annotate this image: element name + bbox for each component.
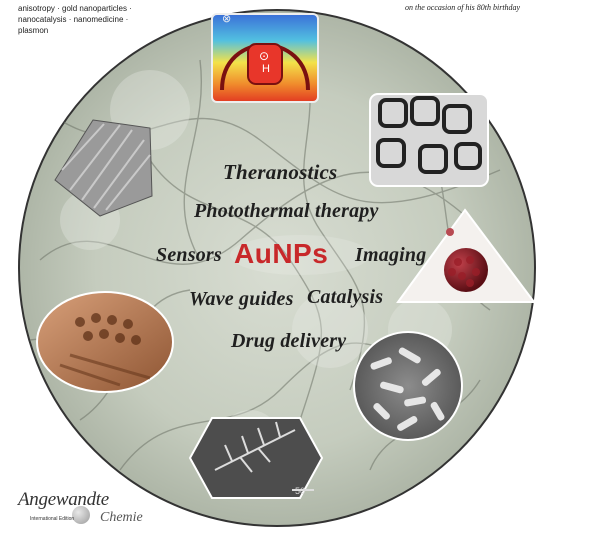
label-imaging: Imaging <box>355 244 427 266</box>
label-theranostics: Theranostics <box>223 160 338 184</box>
logo-main-text: Angewandte <box>18 489 109 510</box>
label-photothermal-therapy: Photothermal therapy <box>194 200 379 222</box>
keywords-line: nanocatalysis · nanomedicine · <box>18 15 129 24</box>
nanocage-tem-image <box>369 93 489 187</box>
label-sensors: Sensors <box>156 244 222 266</box>
keywords-line: anisotropy · gold nanoparticles · <box>18 4 132 13</box>
label-drug-delivery: Drug delivery <box>231 330 347 352</box>
logo-sub-text: International Edition <box>30 516 75 522</box>
aunps-glow <box>230 235 370 275</box>
thermal-label-top: ⊙ <box>259 49 270 63</box>
keywords-line: plasmon <box>18 26 49 35</box>
occasion-text: on the occasion of his 80th birthday <box>405 3 521 12</box>
logo-chemie-text: Chemie <box>100 510 143 525</box>
label-catalysis: Catalysis <box>307 286 384 308</box>
scale-bar-label: 50 <box>295 486 306 496</box>
dendrite-hexagon-image <box>188 417 324 499</box>
center-title: AuNPs <box>234 238 329 269</box>
keywords-block: anisotropy · gold nanoparticles · nanoca… <box>18 3 188 36</box>
label-wave-guides: Wave guides <box>189 288 294 310</box>
nanocluster-triangle-image <box>396 208 536 303</box>
nanorods-circle-image <box>353 331 463 441</box>
thermal-image <box>211 13 319 103</box>
journal-logo: Angewandte International Edition Chemie <box>18 489 143 526</box>
nanowire-pentagon-image <box>54 119 153 217</box>
thermal-label-bottom: H <box>262 63 270 75</box>
porous-oval-image <box>36 291 174 393</box>
logo-sphere-icon <box>72 506 90 524</box>
close-icon: ⊗ <box>222 12 232 25</box>
